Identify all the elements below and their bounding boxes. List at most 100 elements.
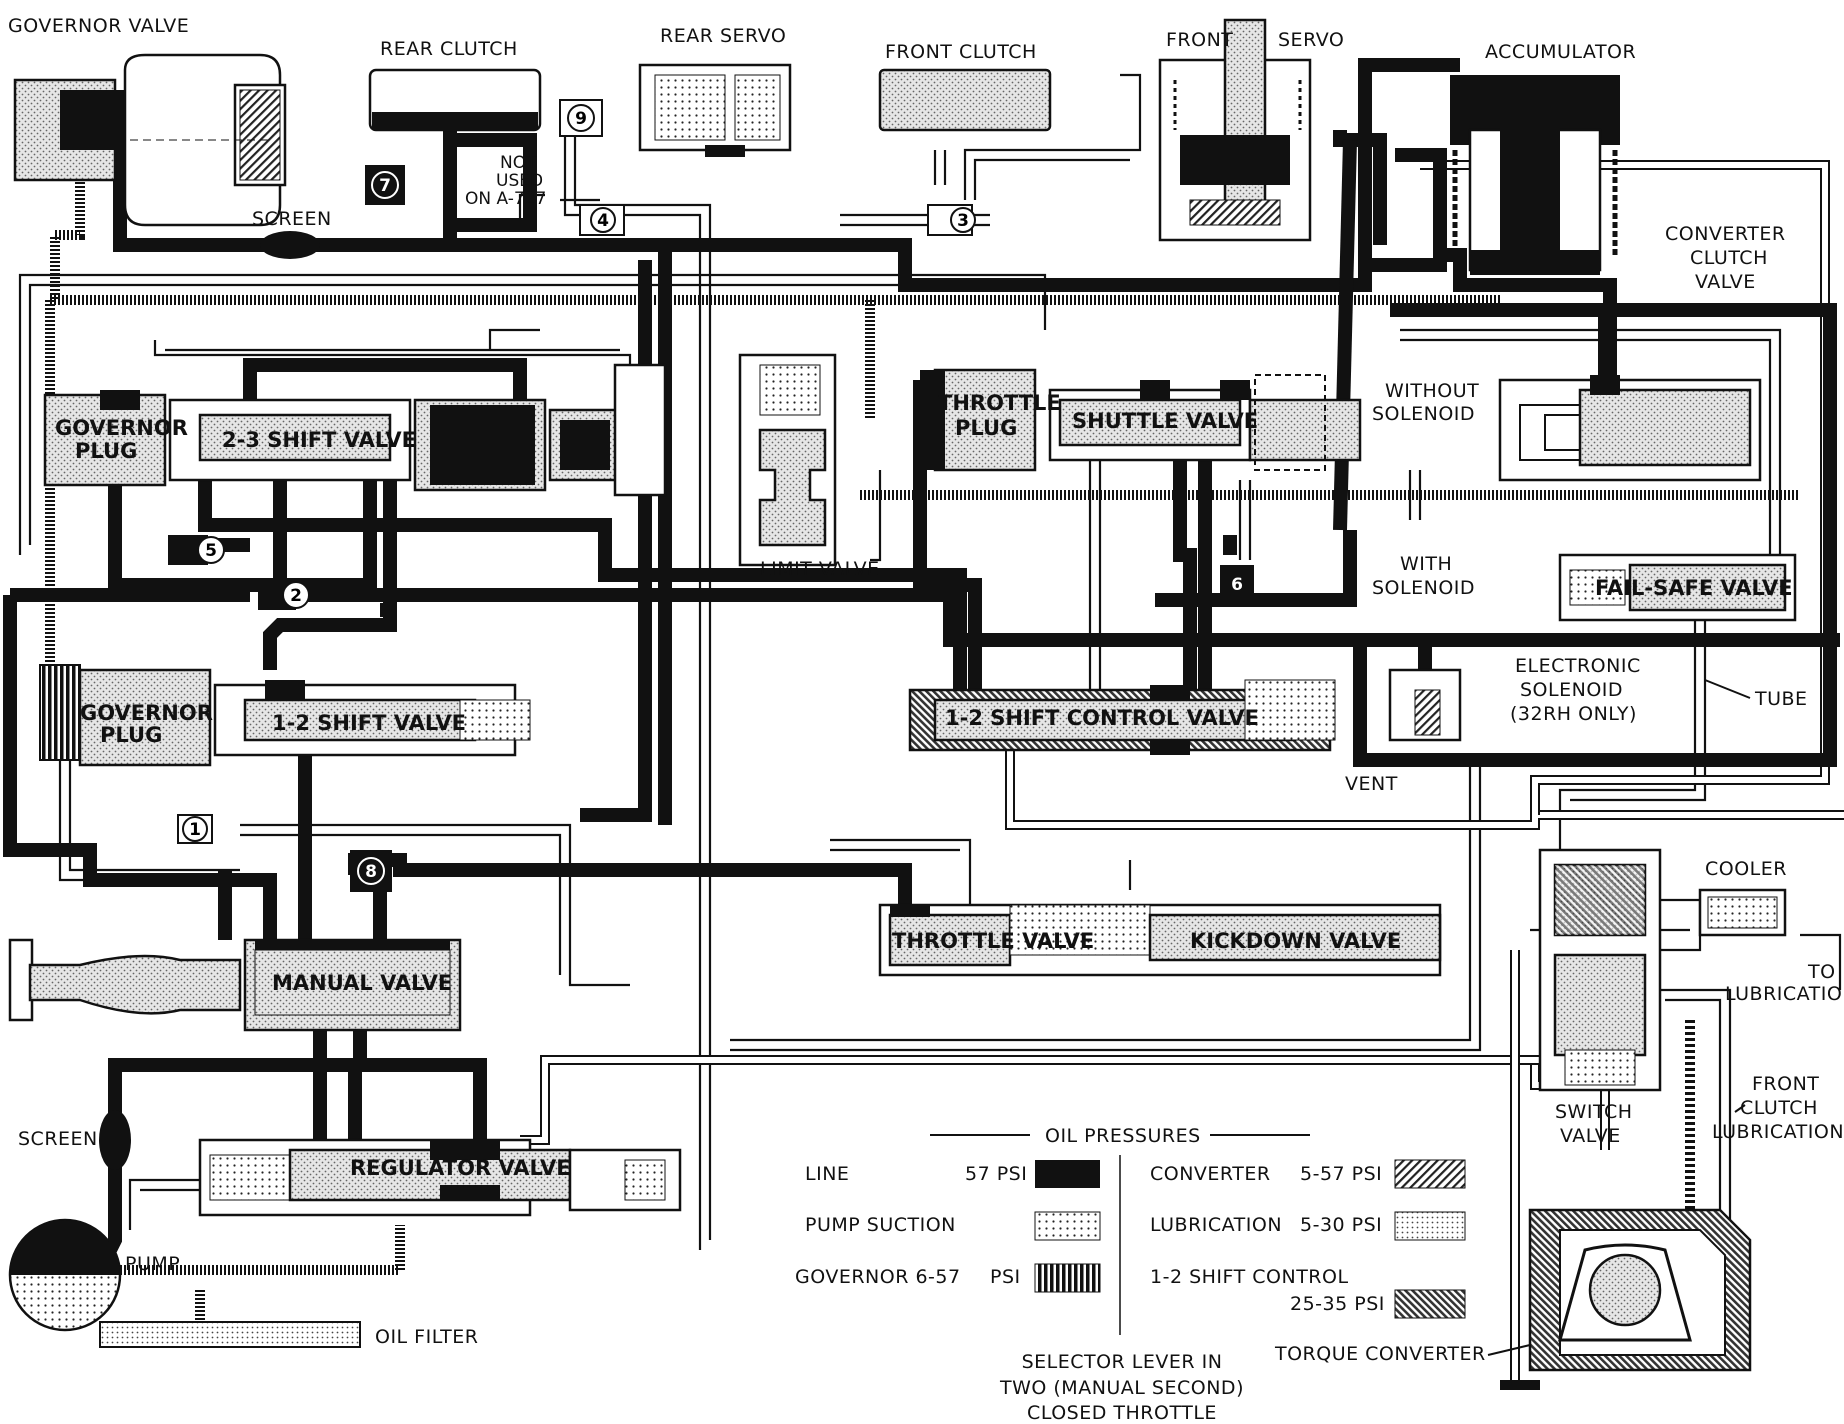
component-labels: GOVERNOR VALVE REAR CLUTCH REAR SERVO FR… bbox=[8, 15, 1844, 1365]
accumulator bbox=[1450, 75, 1620, 275]
label-fail-safe-valve: FAIL-SAFE VALVE bbox=[1595, 576, 1793, 600]
shift-control-valve bbox=[908, 679, 1336, 755]
label-1-2-shift-valve: 1-2 SHIFT VALVE bbox=[272, 711, 466, 735]
label-electronic-solenoid-2: SOLENOID bbox=[1520, 679, 1623, 701]
circuit-8: 8 bbox=[350, 850, 392, 892]
label-pump: PUMP bbox=[125, 1253, 180, 1275]
label-electronic-solenoid-1: ELECTRONIC bbox=[1515, 655, 1641, 677]
caption: SELECTOR LEVER IN TWO (MANUAL SECOND) CL… bbox=[999, 1351, 1244, 1424]
label-oil-filter: OIL FILTER bbox=[375, 1326, 479, 1348]
front-servo bbox=[1158, 18, 1312, 242]
label-front-clutch-lube-2: CLUTCH bbox=[1740, 1097, 1818, 1119]
label-kickdown-valve: KICKDOWN VALVE bbox=[1190, 929, 1401, 953]
front-clutch bbox=[878, 68, 1052, 132]
label-not-used-2: USED bbox=[496, 171, 543, 191]
caption-line-3: CLOSED THROTTLE bbox=[1027, 1402, 1217, 1424]
governor-valve bbox=[13, 53, 287, 227]
cooler bbox=[1698, 888, 1787, 937]
governor-pressure-lines bbox=[45, 170, 1800, 665]
legend: OIL PRESSURES LINE 57 PSI PUMP SUCTION G… bbox=[795, 1125, 1466, 1335]
label-2-3-shift-valve: 2-3 SHIFT VALVE bbox=[222, 428, 416, 452]
legend-governor-value: PSI bbox=[990, 1266, 1021, 1288]
label-converter-clutch-3: VALVE bbox=[1695, 271, 1756, 293]
legend-converter-swatch bbox=[1394, 1159, 1466, 1189]
legend-converter-name: CONVERTER bbox=[1150, 1163, 1271, 1185]
label-manual-valve: MANUAL VALVE bbox=[272, 971, 452, 995]
label-throttle-plug-2: PLUG bbox=[955, 416, 1017, 440]
circuit-7: 7 bbox=[365, 165, 405, 205]
circuit-4: 4 bbox=[579, 204, 625, 236]
svg-text:2: 2 bbox=[290, 586, 302, 606]
label-front-clutch: FRONT CLUTCH bbox=[885, 41, 1037, 63]
label-shuttle-valve: SHUTTLE VALVE bbox=[1072, 409, 1258, 433]
label-torque-converter: TORQUE CONVERTER bbox=[1274, 1343, 1486, 1365]
label-governor-plug-low-2: PLUG bbox=[100, 723, 162, 747]
svg-text:9: 9 bbox=[575, 109, 587, 129]
legend-lubrication-swatch bbox=[1394, 1211, 1466, 1241]
circuit-5: 5 bbox=[168, 535, 225, 565]
circuit-3: 3 bbox=[927, 204, 976, 236]
label-screen-top: SCREEN bbox=[252, 208, 332, 230]
svg-text:8: 8 bbox=[365, 862, 377, 882]
label-to-lubrication-2: LUBRICATION bbox=[1725, 983, 1844, 1005]
legend-shift-control-value: 25-35 PSI bbox=[1290, 1293, 1385, 1315]
label-front-clutch-lube-1: FRONT bbox=[1752, 1073, 1819, 1095]
label-regulator-valve: REGULATOR VALVE bbox=[350, 1156, 571, 1180]
pump bbox=[8, 1218, 122, 1332]
throttle-kickdown-assembly bbox=[878, 903, 1442, 977]
label-governor-plug-top-2: PLUG bbox=[75, 439, 137, 463]
label-screen-bottom: SCREEN bbox=[18, 1128, 98, 1150]
circuit-9: 9 bbox=[559, 99, 603, 137]
label-limit-valve: LIMIT VALVE bbox=[760, 558, 880, 580]
legend-lubrication-name: LUBRICATION bbox=[1150, 1214, 1282, 1236]
label-switch-valve-2: VALVE bbox=[1560, 1125, 1621, 1147]
limit-valve bbox=[738, 353, 837, 567]
label-switch-valve-1: SWITCH bbox=[1555, 1101, 1633, 1123]
label-converter-clutch-1: CONVERTER bbox=[1665, 223, 1786, 245]
label-governor-valve: GOVERNOR VALVE bbox=[8, 15, 189, 37]
circuit-2: 2 bbox=[258, 580, 310, 610]
label-with-solenoid-2: SOLENOID bbox=[1372, 577, 1475, 599]
label-front-clutch-lube-3: LUBRICATION bbox=[1712, 1121, 1844, 1143]
label-cooler: COOLER bbox=[1705, 858, 1787, 880]
caption-line-2: TWO (MANUAL SECOND) bbox=[999, 1377, 1244, 1399]
label-throttle-plug-1: THROTTLE bbox=[938, 391, 1061, 415]
svg-text:5: 5 bbox=[205, 541, 217, 561]
label-to-lubrication-1: TO bbox=[1807, 961, 1836, 983]
legend-lubrication-value: 5-30 PSI bbox=[1300, 1214, 1382, 1236]
svg-text:7: 7 bbox=[379, 176, 391, 196]
screen-bottom bbox=[99, 1110, 131, 1170]
label-1-2-shift-control-valve: 1-2 SHIFT CONTROL VALVE bbox=[945, 706, 1259, 730]
electronic-solenoid bbox=[1388, 668, 1462, 742]
label-rear-clutch: REAR CLUTCH bbox=[380, 38, 518, 60]
label-governor-plug-top-1: GOVERNOR bbox=[55, 416, 188, 440]
converter-pressure-lines bbox=[520, 160, 1844, 1390]
valve-2-3-shift-assembly bbox=[43, 363, 667, 497]
legend-shift-control-name: 1-2 SHIFT CONTROL bbox=[1150, 1266, 1349, 1288]
screen-top bbox=[260, 231, 320, 259]
legend-governor-swatch bbox=[1034, 1263, 1101, 1293]
circuit-1: 1 bbox=[177, 814, 213, 844]
shuttle-valve-assembly bbox=[920, 368, 1362, 472]
label-without-solenoid-2: SOLENOID bbox=[1372, 403, 1475, 425]
legend-pump-suction-name: PUMP SUCTION bbox=[805, 1214, 956, 1236]
label-front-servo-b: SERVO bbox=[1278, 29, 1344, 51]
label-without-solenoid-1: WITHOUT bbox=[1385, 380, 1479, 402]
label-vent: VENT bbox=[1345, 773, 1398, 795]
regulator-valve bbox=[198, 1138, 682, 1217]
manual-valve bbox=[8, 938, 462, 1032]
legend-line-swatch bbox=[1035, 1160, 1100, 1188]
switch-valve bbox=[1538, 848, 1662, 1092]
svg-text:4: 4 bbox=[597, 211, 609, 231]
rear-servo bbox=[638, 63, 792, 157]
fail-safe-valve bbox=[1558, 553, 1797, 622]
label-throttle-valve: THROTTLE VALVE bbox=[892, 929, 1094, 953]
label-with-solenoid-1: WITH bbox=[1400, 553, 1452, 575]
label-converter-clutch-2: CLUTCH bbox=[1690, 247, 1768, 269]
rear-clutch bbox=[368, 68, 542, 132]
legend-pump-suction-swatch bbox=[1034, 1211, 1101, 1241]
legend-title: OIL PRESSURES bbox=[1045, 1125, 1201, 1147]
legend-line-name: LINE bbox=[805, 1163, 849, 1185]
components bbox=[8, 18, 1797, 1372]
